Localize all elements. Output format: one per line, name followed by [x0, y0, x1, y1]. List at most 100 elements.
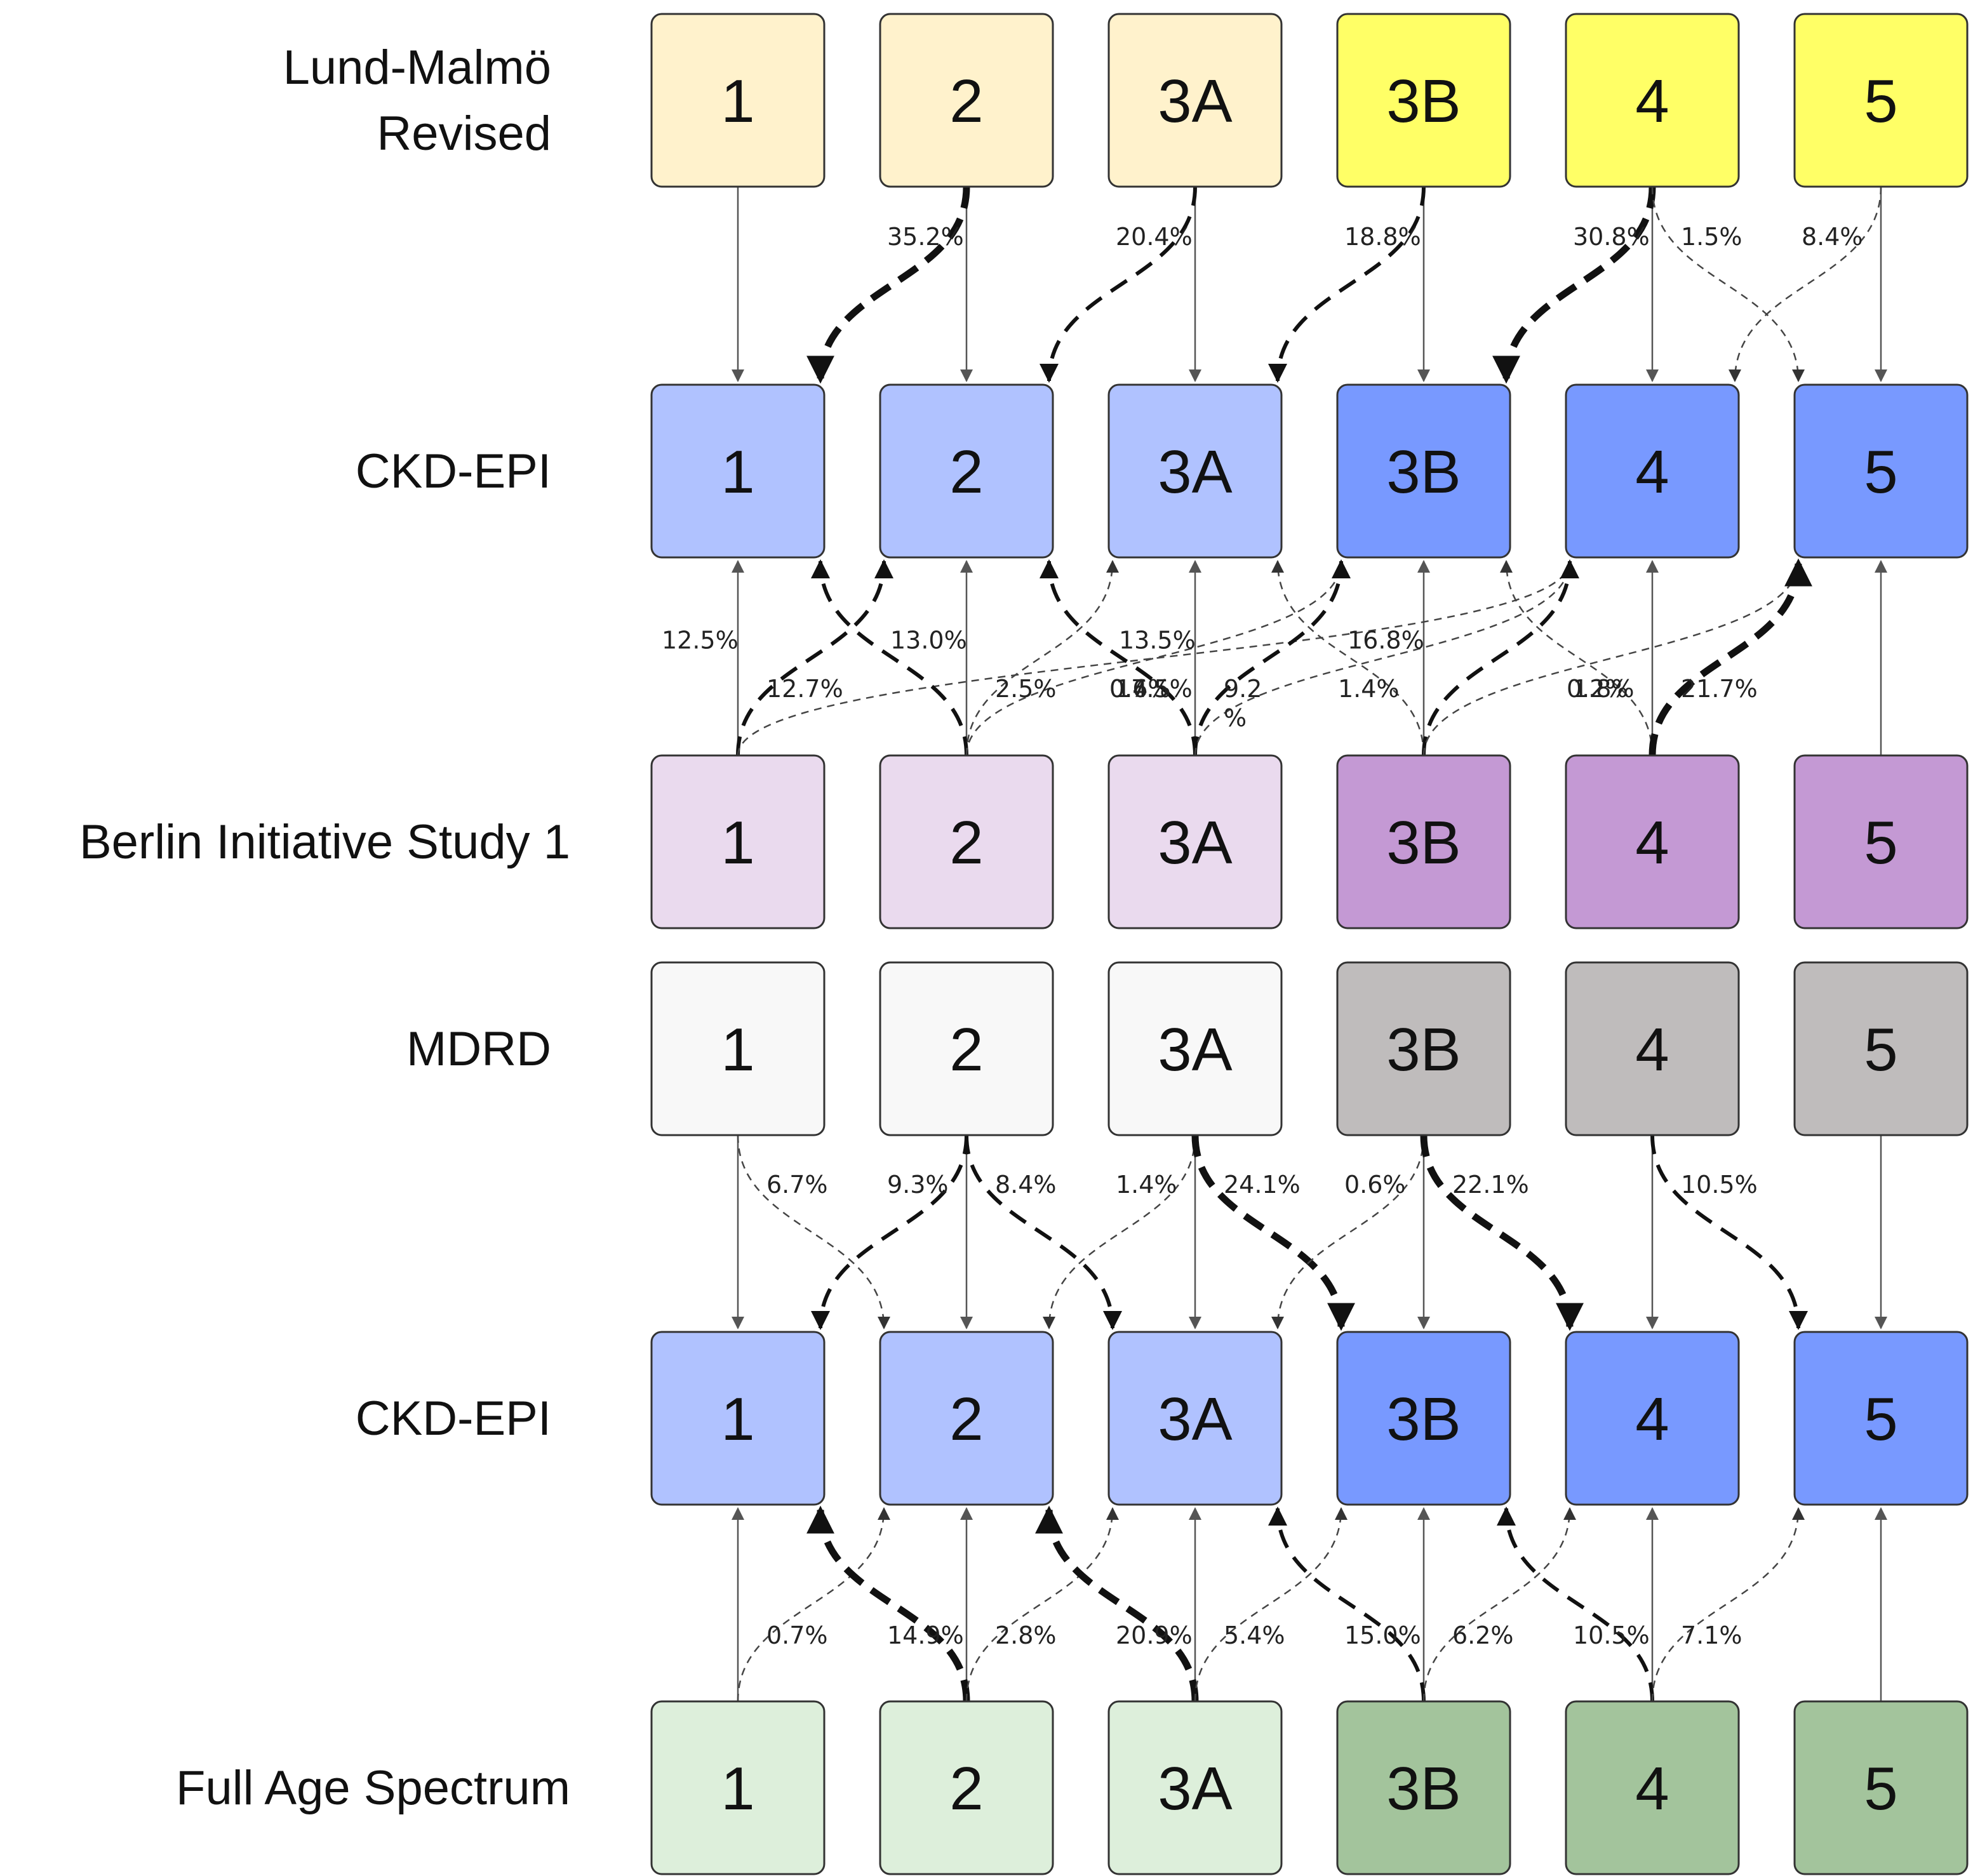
flow-arrow-fas-ckd2-3-2 [1268, 1507, 1426, 1702]
stage-box-ckd2-3a: 3A [1107, 1331, 1283, 1506]
flow-arrow-fas-ckd2-1-2 [965, 1507, 1119, 1702]
flow-percent-label: 2.5% [995, 675, 1057, 703]
flow-arrow-mdrd-ckd2-4-5 [1650, 1134, 1808, 1330]
flow-arrow-mdrd-ckd2-1-2 [965, 1134, 1122, 1330]
flow-percent-label: 20.4% [1116, 223, 1193, 251]
stage-box-ckd1-3b: 3B [1336, 383, 1511, 559]
flow-arrow-lmr-ckd1-3-2 [1268, 186, 1426, 383]
stage-box-rect [1793, 754, 1969, 929]
flow-arrow-fas-ckd2-2-1 [1035, 1505, 1199, 1702]
flow-percent-label: 14.9% [887, 1621, 964, 1649]
flow-percent-label: 15.0% [1344, 1621, 1421, 1649]
stage-box-rect [1107, 13, 1283, 188]
flow-percent-label: 12.5% [662, 627, 739, 655]
stage-box-fas-1: 1 [650, 1700, 826, 1875]
stage-box-rect [1336, 1331, 1511, 1506]
stage-box-rect [879, 13, 1054, 188]
flow-percent-label: 17.5% [1116, 675, 1193, 703]
stage-box-ckd2-3b: 3B [1336, 1331, 1511, 1506]
flow-arrow-bis-ckd1-2-1 [1040, 559, 1197, 756]
stage-box-bis-1: 1 [650, 754, 826, 929]
stage-label: 1 [721, 1385, 754, 1453]
row-label-ckd2: CKD-EPI [356, 1392, 551, 1446]
flow-arrow-lmr-ckd1-5-4 [1729, 186, 1882, 382]
stage-box-rect [1107, 1331, 1283, 1506]
stage-box-rect [1793, 1700, 1969, 1875]
stage-label: 3A [1158, 1755, 1232, 1823]
stage-box-mdrd-4: 4 [1565, 961, 1740, 1136]
flow-arrow-fas-ckd2-1-0 [806, 1505, 970, 1702]
stage-box-rect [1565, 1331, 1740, 1506]
flow-arrow-bis-ckd1-3-2 [1271, 560, 1425, 756]
flow-arrow-mdrd-ckd2-1-0 [811, 1134, 968, 1330]
stage-label: 5 [1864, 809, 1897, 877]
flow-percent-label: 13.5% [1119, 627, 1196, 655]
stage-box-rect [879, 1700, 1054, 1875]
flow-percent-label: 1.4% [1116, 1171, 1177, 1199]
stage-label: 2 [949, 1755, 983, 1823]
flow-arrow-bis-ckd1-2-3 [1193, 559, 1351, 756]
stage-box-lmr-3a: 3A [1107, 13, 1283, 188]
stage-box-rect [650, 961, 826, 1136]
stage-box-rect [1793, 383, 1969, 559]
flow-arrow-mdrd-ckd2-2-3 [1191, 1134, 1355, 1331]
stage-box-ckd2-1: 1 [650, 1331, 826, 1506]
flow-arrows-layer [736, 186, 1882, 1702]
stage-label: 5 [1864, 438, 1897, 506]
flow-arrow-bis-ckd1-1-2 [965, 560, 1119, 756]
flow-arrow-bis-ckd1-3-4 [1422, 559, 1579, 756]
flow-arrow-fas-ckd2-4-5 [1651, 1507, 1805, 1702]
stage-label: 4 [1635, 1385, 1669, 1453]
stage-box-fas-5: 5 [1793, 1700, 1969, 1875]
stage-label: 3A [1158, 438, 1232, 506]
stage-label: 2 [949, 438, 983, 506]
flow-arrow-bis-ckd1-2-4 [1194, 560, 1576, 756]
stage-label: 2 [949, 1016, 983, 1084]
flow-arrow-mdrd-ckd2-0-1 [737, 1134, 890, 1329]
stage-label: 4 [1635, 438, 1669, 506]
stage-box-rect [650, 754, 826, 929]
stage-label: 2 [949, 67, 983, 135]
flow-arrow-lmr-ckd1-1-0 [806, 186, 970, 384]
flow-percent-label: 9.2 [1224, 675, 1262, 703]
stage-label: 1 [721, 1016, 754, 1084]
flow-arrow-bis-ckd1-1-3 [965, 560, 1348, 756]
stage-box-fas-3a: 3A [1107, 1700, 1283, 1875]
stage-box-lmr-2: 2 [879, 13, 1054, 188]
stage-box-lmr-4: 4 [1565, 13, 1740, 188]
stage-box-rect [1565, 13, 1740, 188]
stage-box-mdrd-1: 1 [650, 961, 826, 1136]
stage-box-ckd1-4: 4 [1565, 383, 1740, 559]
flow-percent-label: 10.5% [1573, 1621, 1650, 1649]
flow-percent-label: 12.7% [766, 675, 843, 703]
stage-label: 3B [1386, 809, 1461, 877]
flow-percent-label: 1.8% [1573, 675, 1635, 703]
flow-arrow-fas-ckd2-3-4 [1422, 1507, 1576, 1702]
stage-label: 5 [1864, 1016, 1897, 1084]
flow-percent-label: 0.4% [1109, 675, 1171, 703]
stage-box-rect [1565, 754, 1740, 929]
flow-percent-label: 2.8% [995, 1621, 1057, 1649]
stage-box-mdrd-5: 5 [1793, 961, 1969, 1136]
stage-label: 4 [1635, 1016, 1669, 1084]
stage-box-rect [1565, 383, 1740, 559]
stage-box-rect [1107, 961, 1283, 1136]
stage-box-rect [650, 1700, 826, 1875]
stage-box-mdrd-2: 2 [879, 961, 1054, 1136]
row-label-lmr: Revised [377, 107, 551, 161]
stage-label: 3B [1386, 1755, 1461, 1823]
flow-arrow-bis-ckd1-3-5 [1422, 560, 1805, 756]
stage-label: 3A [1158, 1385, 1232, 1453]
flow-arrow-bis-ckd1-0-1 [736, 559, 893, 756]
stage-box-rect [650, 13, 826, 188]
stage-box-ckd1-1: 1 [650, 383, 826, 559]
flow-arrow-fas-ckd2-4-3 [1497, 1507, 1654, 1702]
flow-percent-label: 1.4% [1338, 675, 1400, 703]
vertical-links-layer [732, 187, 1887, 1701]
flow-percent-label: 10.5% [1681, 1171, 1758, 1199]
flow-percent-label: 1.5% [1681, 223, 1742, 251]
flow-arrow-fas-ckd2-0-1 [737, 1507, 890, 1702]
